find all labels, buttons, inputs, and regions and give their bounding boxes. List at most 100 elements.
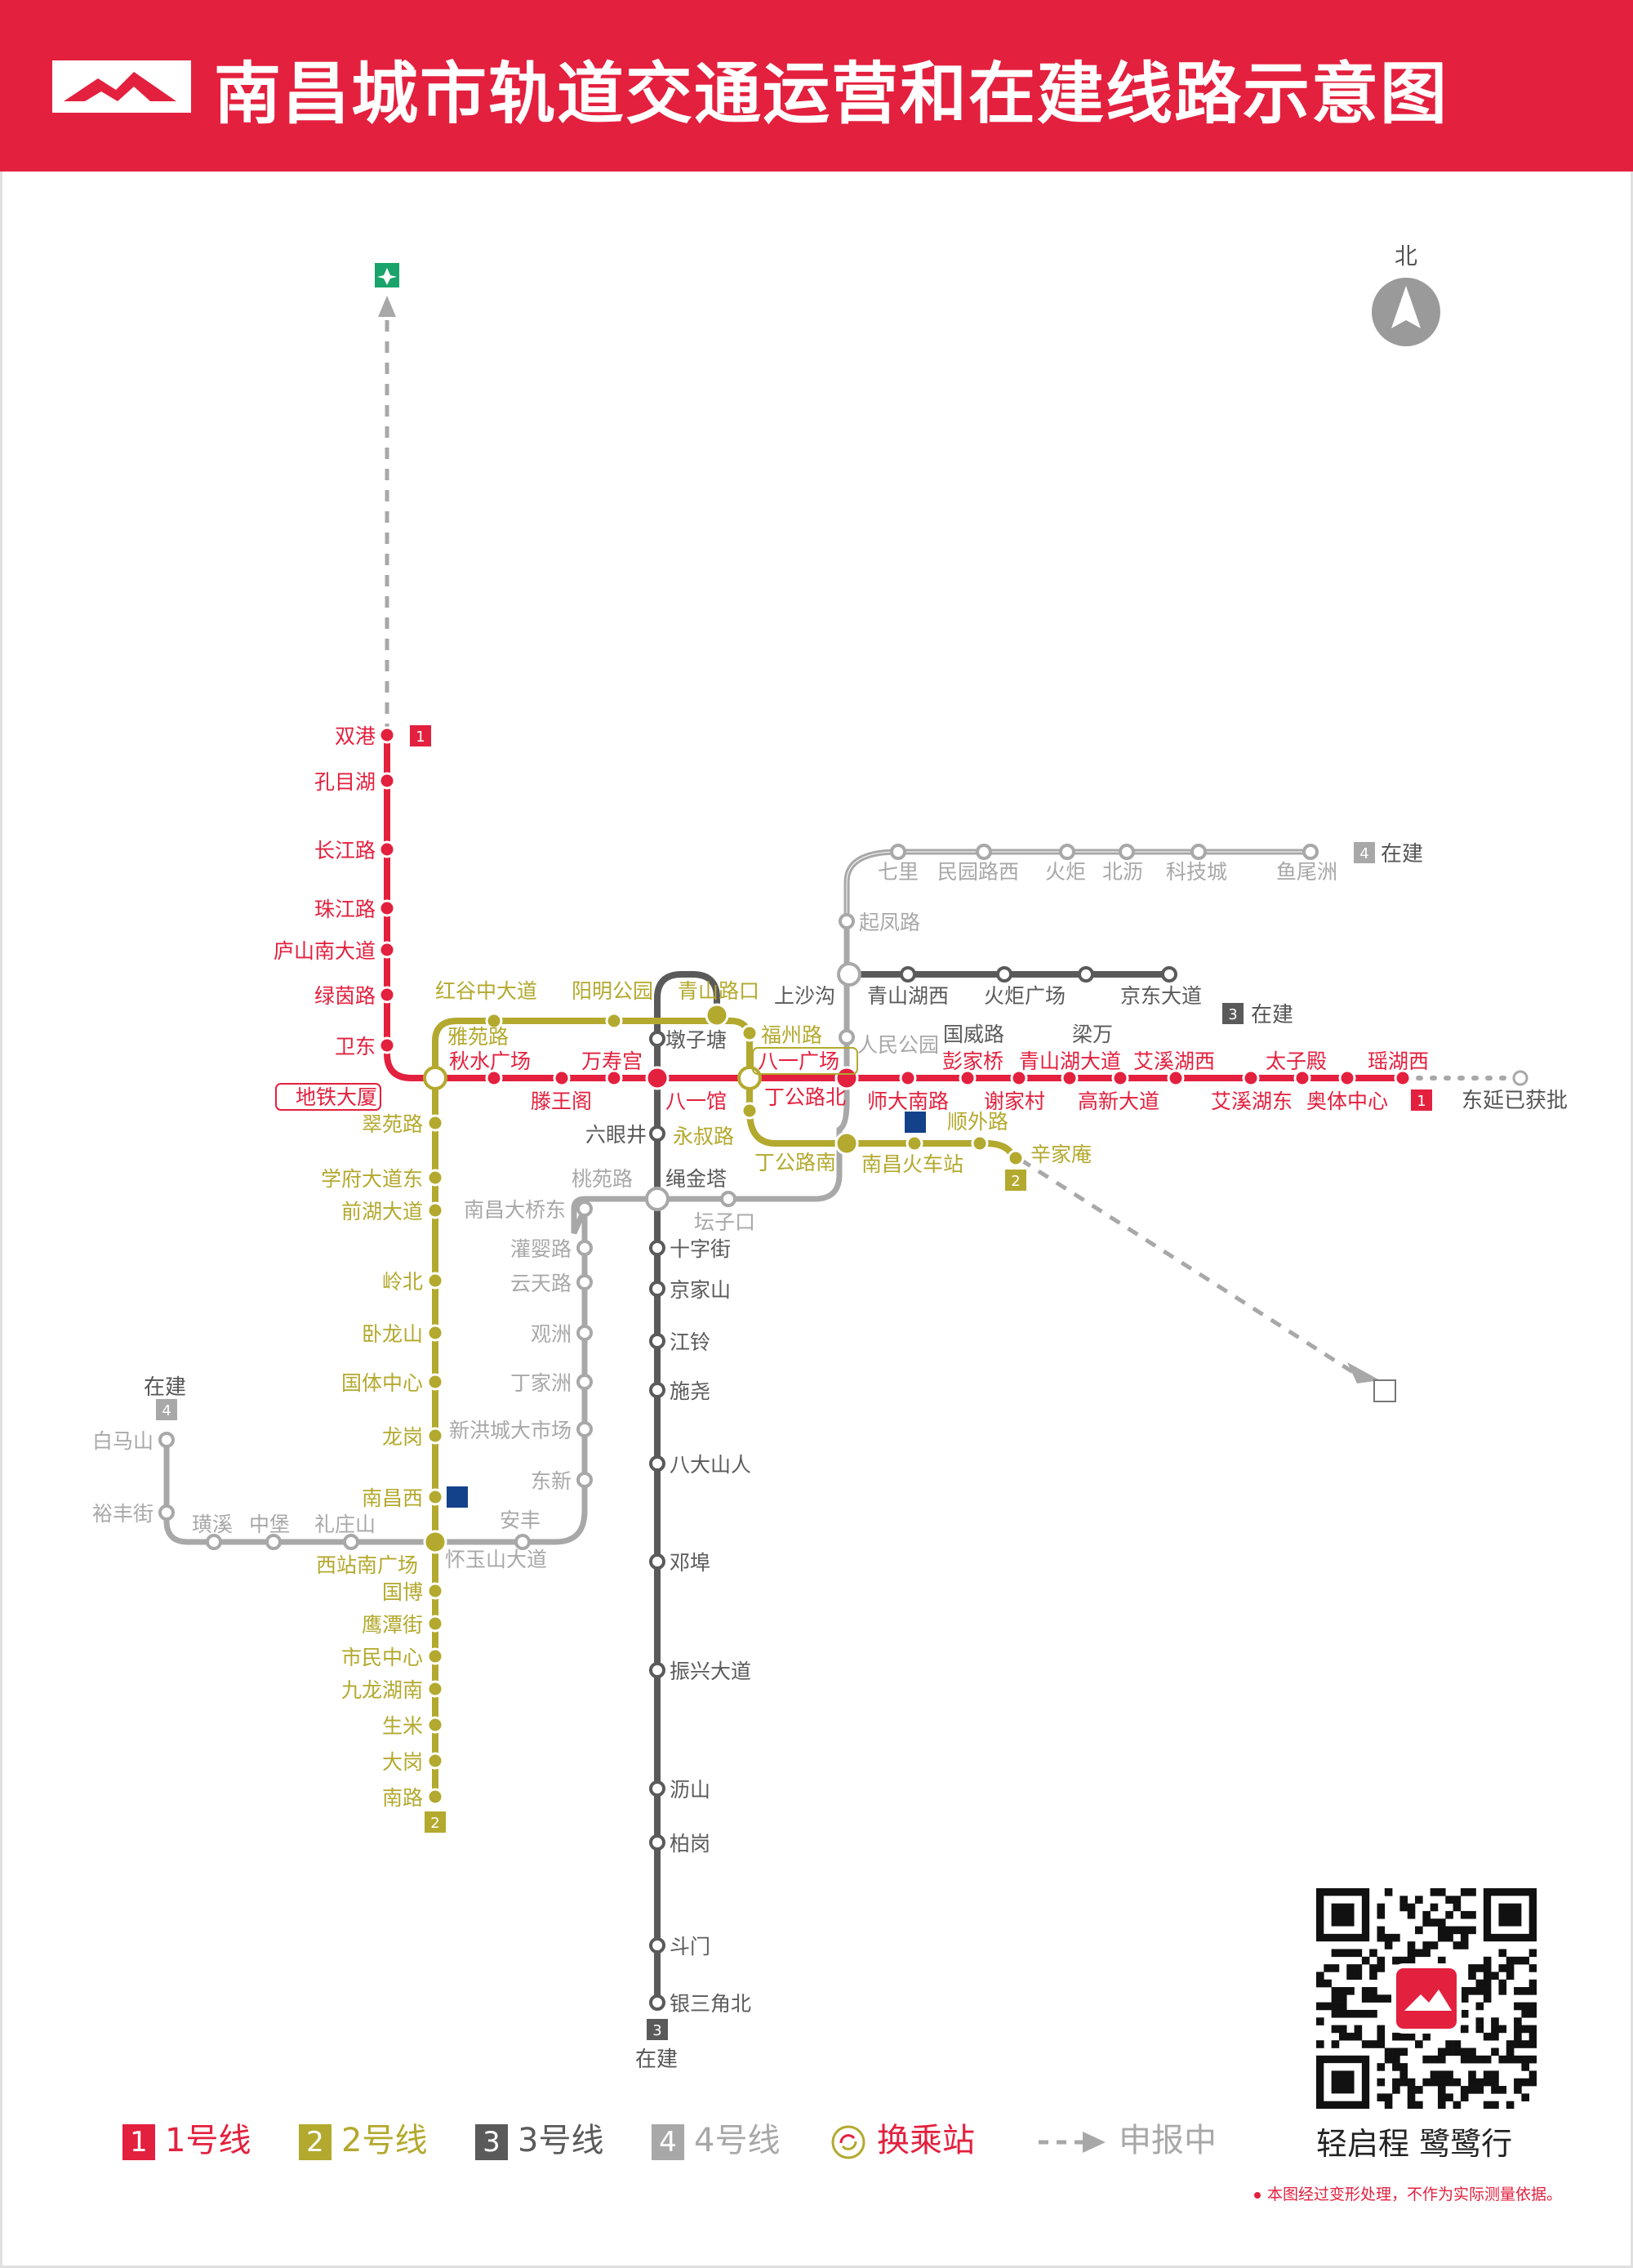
qr-caption: 轻启程 鹭鹭行 [1316, 2126, 1513, 2162]
svg-text:4: 4 [162, 1402, 171, 1419]
station-label: 国体中心 [341, 1371, 423, 1395]
station-label: 墩子塘 [665, 1028, 727, 1052]
station-label: 邓埠 [670, 1551, 710, 1575]
station-label: 绳金塔 [665, 1167, 727, 1191]
station-label: 高新大道 [1078, 1089, 1159, 1113]
station-label: 艾溪湖东 [1211, 1089, 1293, 1113]
station-label: 东新 [531, 1469, 572, 1493]
station-label: 民园路西 [937, 860, 1019, 884]
station-label: 十字街 [670, 1237, 731, 1261]
svg-text:4: 4 [1359, 845, 1368, 862]
station-label: 西站南广场 [316, 1553, 418, 1577]
station-label: 六眼井 [585, 1123, 647, 1147]
station-label: 岭北 [382, 1270, 423, 1294]
station-label: 青山湖西 [867, 984, 949, 1008]
svg-text:3: 3 [652, 2022, 661, 2039]
station-label: 市民中心 [341, 1646, 423, 1669]
station-label: 云天路 [510, 1272, 572, 1295]
station-label: 起凤路 [859, 911, 920, 934]
station-label: 丁家洲 [510, 1371, 572, 1395]
nanchang-station-rail-icon [905, 1112, 926, 1133]
station-label: 振兴大道 [670, 1660, 751, 1683]
station-label: 斗门 [670, 1935, 710, 1958]
legend-planned: 申报中 [1037, 2114, 1217, 2163]
station-label: 裕丰街 [92, 1502, 154, 1526]
station-label: 施尧 [670, 1379, 710, 1403]
station-label: 彭家桥 [942, 1049, 1003, 1073]
station-label: 银三角北 [670, 1992, 751, 2016]
station-label: 灌婴路 [510, 1237, 572, 1261]
station-labels: 双港孔目湖长江路珠江路庐山南大道绿茵路卫东地铁大厦秋水广场滕王阁万寿宫八一馆八一… [92, 724, 1429, 2016]
station-label: 孔目湖 [314, 770, 376, 794]
station-label: 人民公园 [857, 1033, 939, 1057]
station-label: 中堡 [249, 1513, 290, 1536]
station-label: 九龙湖南 [341, 1678, 423, 1702]
station-label: 瑶湖西 [1368, 1049, 1429, 1073]
station-label: 长江路 [314, 839, 376, 862]
station-label: 辛家庵 [1030, 1143, 1092, 1166]
station-label: 万寿宫 [581, 1049, 643, 1073]
svg-text:在建: 在建 [144, 1375, 186, 1400]
station-label: 新洪城大市场 [449, 1419, 572, 1442]
station-label: 柏岗 [670, 1832, 710, 1856]
station-label: 龙岗 [382, 1425, 423, 1449]
svg-text:在建: 在建 [635, 2047, 678, 2072]
station-label: 南昌火车站 [861, 1152, 963, 1176]
station-label: 科技城 [1166, 860, 1227, 884]
station-label: 顺外路 [947, 1110, 1008, 1134]
station-label: 桃苑路 [572, 1167, 633, 1191]
station-label: 大岗 [382, 1750, 423, 1774]
station-label: 地铁大厦 [296, 1085, 377, 1109]
line2-planned-extension [1019, 1157, 1357, 1376]
station-label: 京家山 [670, 1278, 731, 1302]
station-label: 太子殿 [1266, 1049, 1327, 1073]
station-label: 江铃 [670, 1330, 710, 1354]
station-label: 福州路 [761, 1023, 822, 1047]
station-label: 师大南路 [867, 1089, 949, 1113]
legend-transfer: 换乘站 [830, 2114, 975, 2163]
header-bar: 南昌城市轨道交通运营和在建线路示意图 [0, 0, 1633, 172]
footnote: 本图经过变形处理，不作为实际测量依据。 [1254, 2182, 1562, 2204]
station-label: 绿茵路 [314, 984, 376, 1008]
station-label: 南昌西 [362, 1486, 423, 1510]
station-label: 怀玉山大道 [445, 1548, 547, 1571]
dashed-arrow-icon [1039, 2132, 1106, 2153]
station-label: 庐山南大道 [274, 939, 376, 963]
station-label: 北沥 [1102, 860, 1143, 884]
station-label: 永叔路 [673, 1125, 734, 1148]
svg-text:在建: 在建 [1251, 1003, 1293, 1027]
line2-stations [426, 1012, 1025, 1806]
station-label: 生米 [382, 1714, 423, 1738]
station-label: 青山湖大道 [1019, 1049, 1121, 1073]
svg-text:2: 2 [1011, 1173, 1020, 1190]
station-label: 观洲 [531, 1322, 572, 1346]
station-label: 丁公路北 [764, 1085, 846, 1109]
north-compass: 北 [1372, 243, 1440, 346]
transfer-icon [831, 2125, 865, 2159]
station-label: 八一广场 [758, 1049, 839, 1073]
station-label: 珠江路 [314, 898, 376, 921]
station-label: 八一馆 [665, 1089, 727, 1113]
boxed-label-frame [275, 1083, 381, 1111]
station-label: 南路 [382, 1786, 423, 1810]
station-label: 谢家村 [984, 1089, 1045, 1113]
station-label: 青山路口 [678, 979, 759, 1003]
station-label: 梁万 [1072, 1023, 1113, 1046]
station-label: 沥山 [670, 1778, 710, 1802]
station-label: 红谷中大道 [435, 979, 537, 1003]
station-label: 奥体中心 [1306, 1089, 1388, 1113]
svg-text:1: 1 [416, 729, 425, 746]
station-label: 坛子口 [694, 1210, 755, 1234]
svg-text:在建: 在建 [1381, 842, 1423, 867]
station-label: 礼庄山 [314, 1513, 376, 1536]
station-label: 七里 [878, 860, 919, 884]
station-label: 璜溪 [192, 1513, 233, 1536]
station-label: 上沙沟 [774, 984, 835, 1008]
qr-code[interactable] [1316, 1888, 1537, 2110]
transfer-stations [423, 962, 861, 1554]
svg-text:3: 3 [1228, 1006, 1237, 1023]
railway-icon [1373, 1379, 1396, 1402]
